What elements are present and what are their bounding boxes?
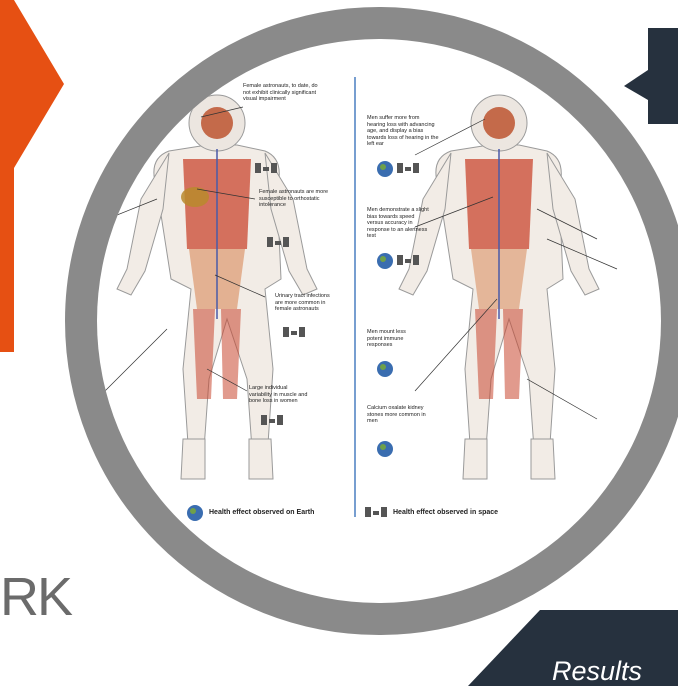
partial-brand-text: RK bbox=[0, 566, 71, 628]
annotation-male-kidney: Calcium oxalate kidney stones more commo… bbox=[367, 405, 429, 425]
legend-space-label: Health effect observed in space bbox=[393, 509, 498, 516]
satellite-icon bbox=[283, 327, 305, 337]
earth-icon bbox=[377, 441, 393, 457]
satellite-icon bbox=[397, 255, 419, 265]
annotation-female-vision: Female astronauts, to date, do not exhib… bbox=[243, 83, 323, 103]
annotation-female-uti: Urinary tract infections are more common… bbox=[275, 293, 335, 313]
results-label: Results bbox=[552, 656, 642, 687]
male-astronaut-figure bbox=[399, 95, 617, 479]
earth-icon bbox=[187, 505, 203, 521]
satellite-icon bbox=[365, 507, 387, 517]
orange-arrow-shape bbox=[0, 0, 64, 352]
earth-icon bbox=[377, 253, 393, 269]
annotation-male-hearing: Men suffer more from hearing loss with a… bbox=[367, 115, 439, 148]
earth-icon bbox=[377, 361, 393, 377]
annotation-female-muscle-bone: Large individual variability in muscle a… bbox=[249, 385, 311, 405]
infographic-container: Female astronauts, to date, do not exhib… bbox=[97, 39, 661, 603]
female-astronaut-figure bbox=[97, 95, 317, 479]
satellite-icon bbox=[397, 163, 419, 173]
annotation-male-immune: Men mount less potent immune responses bbox=[367, 329, 417, 349]
legend-earth-label: Health effect observed on Earth bbox=[209, 509, 314, 516]
annotation-male-alertness: Men demonstrate a slight bias towards sp… bbox=[367, 207, 429, 240]
satellite-icon bbox=[261, 415, 283, 425]
annotation-female-orthostatic: Female astronauts are more susceptible t… bbox=[259, 189, 329, 209]
earth-icon bbox=[377, 161, 393, 177]
